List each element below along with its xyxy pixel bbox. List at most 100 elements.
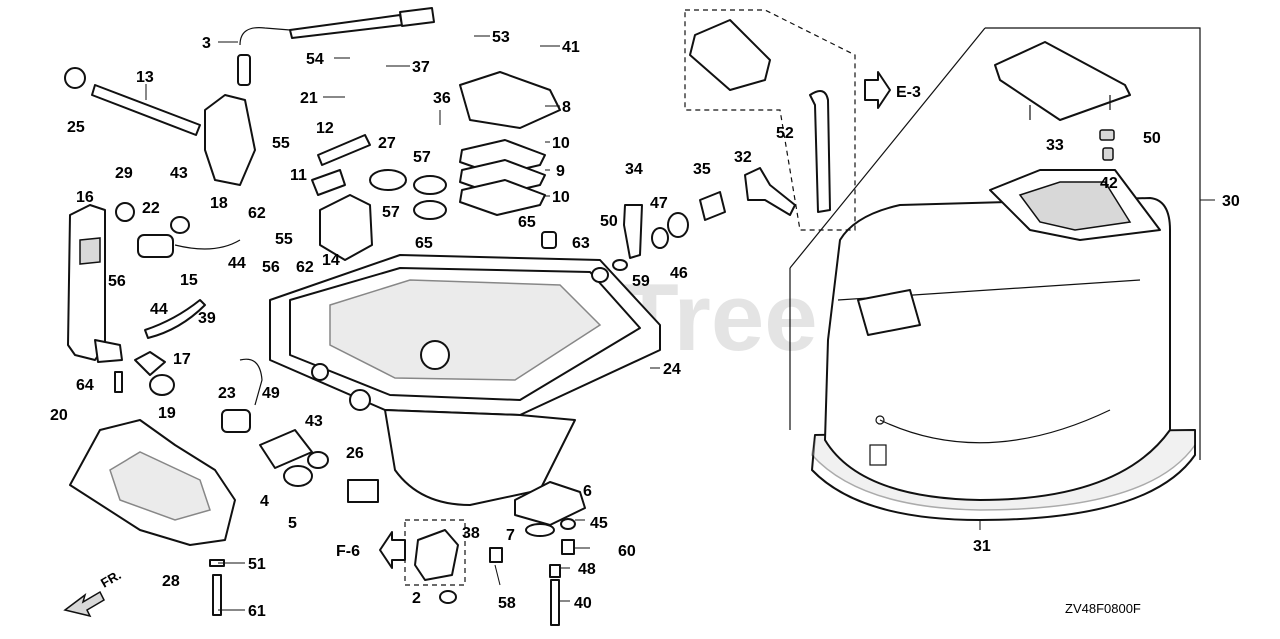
callout-2: 2 [412, 590, 421, 607]
callout-40: 40 [574, 595, 592, 612]
plate-6 [514, 481, 586, 526]
link-11 [311, 169, 346, 196]
lever-32 [744, 167, 796, 216]
callout-61: 61 [248, 603, 266, 620]
fuel-line [289, 14, 403, 39]
knob-29 [115, 202, 135, 222]
washer-48 [549, 564, 561, 578]
hose-15 [144, 299, 206, 339]
apron [69, 419, 236, 546]
callout-65a: 65 [518, 214, 536, 231]
choke-seal [149, 374, 175, 396]
callout-32: 32 [734, 149, 752, 166]
callout-55a: 55 [272, 135, 290, 152]
callout-27: 27 [378, 135, 396, 152]
direction-arrow [63, 590, 105, 618]
callout-26: 26 [346, 445, 364, 462]
callout-41: 41 [562, 39, 580, 56]
callout-64: 64 [76, 377, 94, 394]
seal-7 [525, 523, 555, 537]
bolt-40 [550, 579, 560, 626]
callout-14: 14 [322, 252, 340, 269]
diagram-code: ZV48F0800F [1065, 601, 1141, 616]
fuel-pump [689, 19, 771, 91]
switch-cable [239, 358, 263, 406]
callout-50a: 50 [600, 213, 618, 230]
callouts: 3 54 37 53 41 13 21 36 8 25 12 55 27 10 … [50, 29, 1240, 620]
callout-12: 12 [316, 120, 334, 137]
callout-34: 34 [625, 161, 643, 178]
stay-block [319, 194, 373, 261]
callout-50b: 50 [1143, 130, 1161, 147]
callout-24: 24 [663, 361, 681, 378]
callout-37: 37 [412, 59, 430, 76]
washer-50 [612, 259, 628, 271]
nut-59 [591, 267, 609, 283]
callout-3: 3 [202, 35, 211, 52]
callout-57a: 57 [413, 149, 431, 166]
callout-18: 18 [210, 195, 228, 212]
washer-46 [667, 212, 689, 238]
callout-6: 6 [583, 483, 592, 500]
leader-lines [145, 35, 1215, 611]
grommet [64, 67, 86, 89]
pin-64 [114, 371, 123, 393]
collar-63 [541, 231, 557, 249]
bolt-61 [212, 574, 222, 616]
callout-36: 36 [433, 90, 451, 107]
lever-plate [317, 134, 371, 166]
callout-13: 13 [136, 69, 154, 86]
callout-44a: 44 [228, 255, 246, 272]
callout-62a: 62 [248, 205, 266, 222]
grommet-57a [413, 175, 447, 195]
engine-cover [789, 27, 1201, 521]
callout-56b: 56 [108, 273, 126, 290]
lever-34 [623, 204, 643, 259]
washer-43 [170, 216, 190, 234]
callout-4: 4 [260, 493, 269, 510]
callout-35: 35 [693, 161, 711, 178]
fuel-fitting [237, 54, 251, 86]
fuel-connector [399, 7, 435, 27]
ref-e3: E-3 [896, 84, 921, 101]
plug-4 [259, 429, 313, 469]
callout-16: 16 [76, 189, 94, 206]
grommet-27 [369, 169, 407, 191]
collar-58 [489, 547, 503, 563]
callout-48: 48 [578, 561, 596, 578]
washer-43b [307, 451, 329, 469]
seal-35 [699, 191, 726, 221]
gasket-lower [459, 179, 546, 216]
callout-63: 63 [572, 235, 590, 252]
callout-52: 52 [776, 125, 794, 142]
callout-10a: 10 [552, 135, 570, 152]
callout-58: 58 [498, 595, 516, 612]
callout-43b: 43 [305, 413, 323, 430]
callout-59: 59 [632, 273, 650, 290]
callout-44b: 44 [150, 301, 168, 318]
tiller-handle [67, 204, 123, 363]
callout-31: 31 [973, 538, 991, 555]
callout-47: 47 [650, 195, 668, 212]
callout-20: 20 [50, 407, 68, 424]
callout-62b: 62 [296, 259, 314, 276]
callout-51: 51 [248, 556, 266, 573]
callout-30: 30 [1222, 193, 1240, 210]
callout-54: 54 [306, 51, 324, 68]
arrow-f6 [379, 531, 406, 569]
washer-47 [651, 227, 669, 249]
throttle-bracket [204, 94, 256, 186]
callout-55b: 55 [275, 231, 293, 248]
callout-60: 60 [618, 543, 636, 560]
neutral-switch [221, 409, 251, 433]
callout-11: 11 [290, 167, 307, 184]
callout-9: 9 [556, 163, 565, 180]
callout-39: 39 [198, 310, 216, 327]
grommet-26 [347, 479, 379, 503]
callout-23: 23 [218, 385, 236, 402]
switch-wire [174, 239, 241, 250]
nut-2 [439, 590, 457, 604]
kill-switch [137, 234, 174, 258]
